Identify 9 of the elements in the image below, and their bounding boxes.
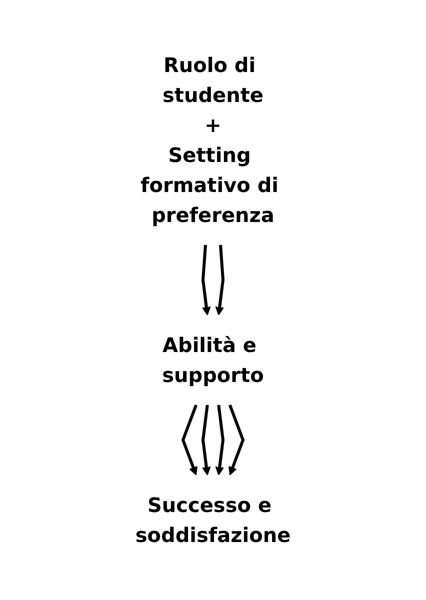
arrow — [181, 404, 198, 476]
arrow — [228, 404, 245, 476]
node-text: Successo e soddisfazione — [135, 493, 291, 547]
arrow — [201, 404, 211, 476]
node-text: Abilità e supporto — [162, 333, 264, 387]
arrow — [215, 244, 224, 316]
node-text: Ruolo di studente + Setting formativo di preferenza — [140, 53, 278, 227]
arrow — [215, 404, 225, 476]
arrow — [202, 244, 211, 316]
